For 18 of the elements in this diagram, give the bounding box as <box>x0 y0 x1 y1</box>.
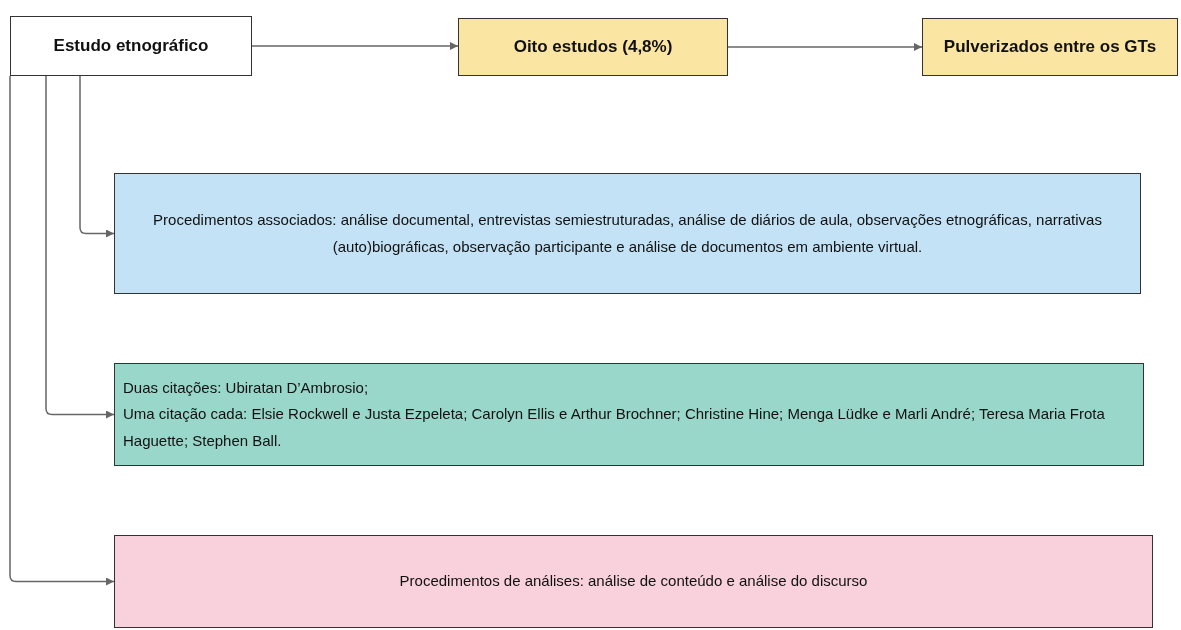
box-text: Duas citações: Ubiratan D’Ambrosio; <box>123 378 369 399</box>
process-box <box>114 173 1141 294</box>
box-text: Procedimentos de análises: análise de conteúdo e análise do discurso <box>399 571 868 592</box>
box-text: Oito estudos (4,8%) <box>513 36 673 58</box>
arrow <box>727 43 923 51</box>
process-box <box>922 18 1178 76</box>
box-text: Uma citação cada: Elsie Rockwell e Justa Ezpeleta; Carolyn Ellis e Arthur Brochner; Christine Hine; Menga Lüdke e Marli André; Teresa Maria Frota Haguette; Stephen Ball. <box>123 404 1106 451</box>
process-box <box>458 18 728 76</box>
box-text: Estudo etnográfico <box>53 35 209 57</box>
arrow <box>45 75 115 419</box>
arrow <box>9 75 115 586</box>
box-text: Pulverizados entre os GTs <box>943 36 1157 58</box>
process-box <box>10 16 252 76</box>
arrow <box>79 75 115 238</box>
process-box <box>114 363 1144 466</box>
process-box <box>114 535 1153 628</box>
arrow <box>251 42 459 50</box>
box-text: Procedimentos associados: análise documental, entrevistas semiestruturadas, análise de diários de aula, observações etnográficas, narrativas (auto)biográficas, observação participante e análise de documentos em ambiente virtual. <box>152 210 1103 257</box>
